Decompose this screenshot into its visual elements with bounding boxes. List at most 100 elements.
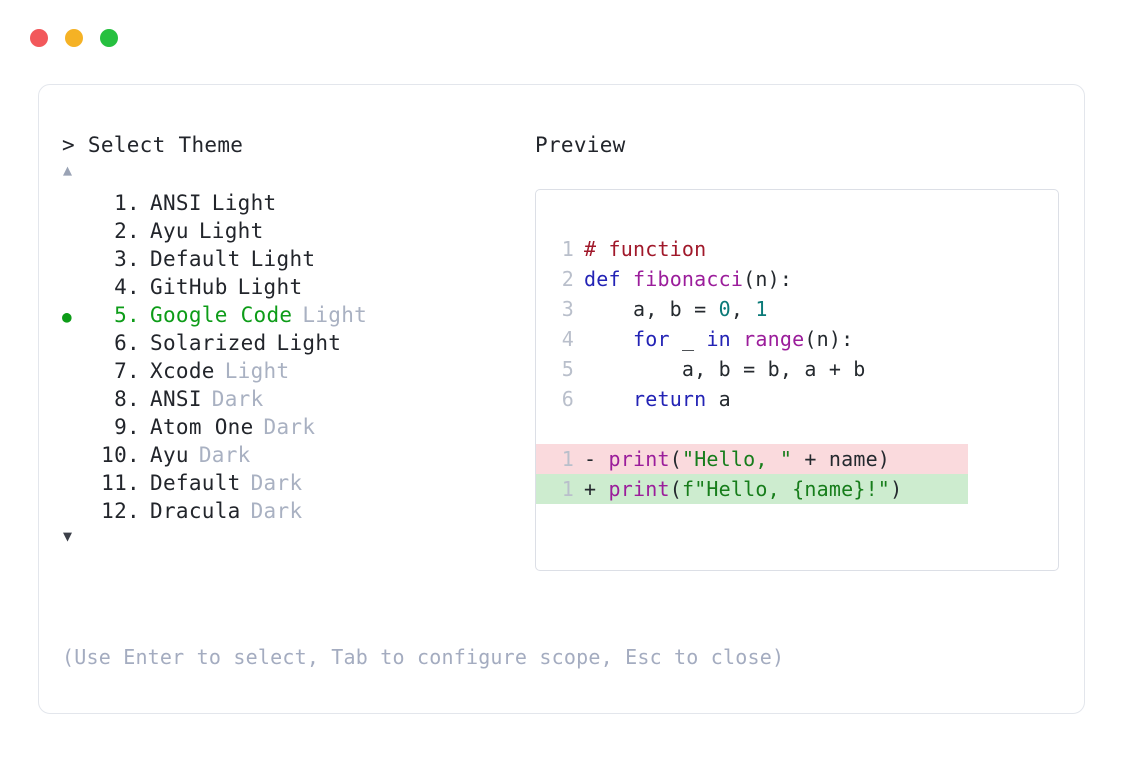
selected-bullet-icon: ●: [62, 307, 72, 326]
theme-list-item[interactable]: 12. Dracula Dark: [62, 497, 532, 525]
code-line-number: 2: [561, 267, 574, 291]
theme-list-item[interactable]: 2. Ayu Light: [62, 217, 532, 245]
theme-list-item[interactable]: 1. ANSI Light: [62, 189, 532, 217]
theme-item-name: Ayu: [150, 443, 189, 467]
code-token: a, b =: [584, 297, 719, 321]
preview-title: Preview: [535, 133, 626, 157]
theme-list-item[interactable]: ● 5. Google Code Light: [62, 301, 532, 329]
code-line-text: + print(f"Hello, {name}!"): [584, 474, 902, 504]
theme-item-number: 9.: [114, 415, 140, 439]
code-token: for: [632, 327, 670, 351]
theme-item-name: Default: [150, 471, 241, 495]
code-token: ): [890, 477, 903, 501]
theme-item-number: 8.: [114, 387, 140, 411]
code-token: range: [743, 327, 805, 351]
code-token: f"Hello, {name}!": [681, 477, 891, 501]
close-window-button[interactable]: [30, 29, 48, 47]
theme-item-variant: Light: [276, 331, 342, 355]
code-token: def: [584, 267, 633, 291]
theme-item-variant: Dark: [198, 443, 251, 467]
theme-list-item[interactable]: 9. Atom One Dark: [62, 413, 532, 441]
code-line-text: a, b = 0, 1: [584, 294, 768, 324]
code-token: return: [632, 387, 707, 411]
minimize-window-button[interactable]: [65, 29, 83, 47]
code-line: 5 a, b = b, a + b: [536, 354, 1058, 384]
theme-item-variant: Light: [224, 359, 290, 383]
theme-item-number: 1.: [114, 191, 140, 215]
code-line-text: def fibonacci(n):: [584, 264, 792, 294]
theme-list-item[interactable]: 4. GitHub Light: [62, 273, 532, 301]
theme-item-variant: Dark: [250, 499, 303, 523]
theme-item-name: Google Code: [150, 303, 293, 327]
code-line-number: 4: [561, 327, 574, 351]
code-token: 1: [755, 297, 768, 321]
theme-item-name: ANSI: [150, 387, 202, 411]
window-traffic-lights: [30, 29, 118, 47]
theme-item-name: GitHub: [150, 275, 228, 299]
code-token: print: [608, 447, 670, 471]
theme-item-variant: Light: [302, 303, 368, 327]
diff-added-line: 1 + print(f"Hello, {name}!"): [536, 474, 968, 504]
page-title: Select Theme: [87, 133, 244, 157]
theme-item-name: Dracula: [150, 499, 241, 523]
theme-item-name: Xcode: [150, 359, 215, 383]
theme-item-name: Atom One: [150, 415, 254, 439]
theme-item-variant: Dark: [263, 415, 316, 439]
scroll-up-icon[interactable]: ▲: [63, 161, 73, 179]
theme-item-number: 6.: [114, 331, 140, 355]
theme-item-variant: Dark: [250, 471, 303, 495]
code-line: 1# function: [536, 234, 1058, 264]
code-token: -: [584, 447, 609, 471]
code-line-number: 1: [561, 477, 574, 501]
code-line-text: a, b = b, a + b: [584, 354, 866, 384]
code-line-text: # function: [584, 234, 706, 264]
theme-item-variant: Light: [211, 191, 277, 215]
prompt-caret-icon: >: [62, 133, 75, 157]
code-line-text: return a: [584, 384, 731, 414]
code-blank-line: [536, 414, 1058, 444]
theme-item-variant: Light: [198, 219, 264, 243]
code-token: print: [608, 477, 670, 501]
maximize-window-button[interactable]: [100, 29, 118, 47]
code-line: 4 for _ in range(n):: [536, 324, 1058, 354]
code-line: 6 return a: [536, 384, 1058, 414]
code-token: (n):: [743, 267, 793, 291]
code-token: "Hello, ": [681, 447, 793, 471]
theme-list-item[interactable]: 7. Xcode Light: [62, 357, 532, 385]
code-token: +: [584, 477, 609, 501]
prompt-line: > Select Theme: [62, 131, 532, 159]
theme-item-variant: Light: [237, 275, 303, 299]
theme-item-name: Default: [150, 247, 241, 271]
theme-item-name: Ayu: [150, 219, 189, 243]
code-token: _: [669, 327, 707, 351]
code-line-number: 5: [561, 357, 574, 381]
scroll-down-icon[interactable]: ▼: [63, 527, 73, 545]
theme-item-name: ANSI: [150, 191, 202, 215]
theme-item-number: 5.: [114, 303, 140, 327]
theme-item-number: 12.: [101, 499, 140, 523]
code-token: a, b = b, a + b: [584, 357, 866, 381]
theme-item-number: 4.: [114, 275, 140, 299]
code-token: [731, 327, 743, 351]
code-line: 2 def fibonacci(n):: [536, 264, 1058, 294]
code-token: (: [669, 477, 682, 501]
code-token: a: [706, 387, 731, 411]
code-line-number: 6: [561, 387, 574, 411]
theme-item-number: 2.: [114, 219, 140, 243]
code-token: # function: [584, 237, 707, 261]
code-token: + name): [792, 447, 891, 471]
code-token: (: [669, 447, 682, 471]
theme-item-number: 7.: [114, 359, 140, 383]
code-line-text: - print("Hello, " + name): [584, 444, 890, 474]
code-token: (n):: [804, 327, 854, 351]
